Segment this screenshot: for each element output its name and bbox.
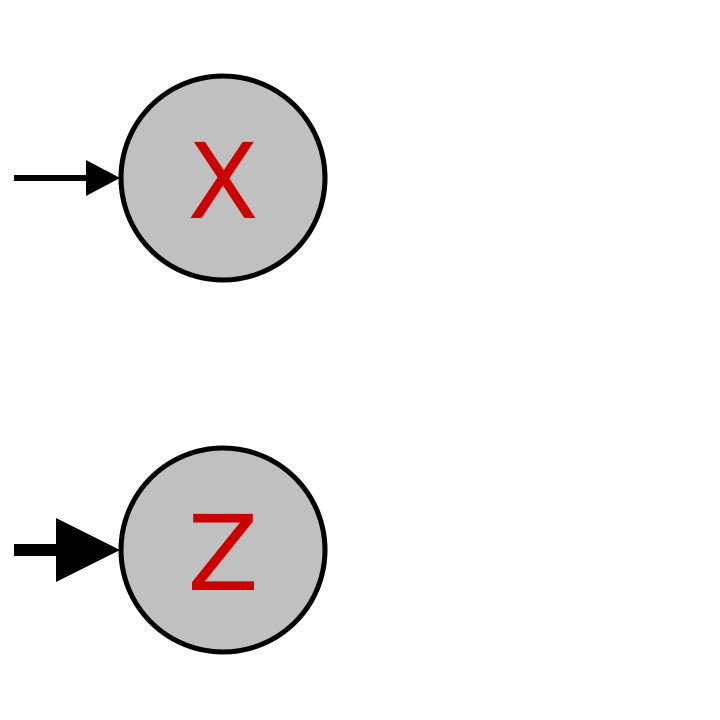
- incoming-arrow-z-head: [56, 518, 120, 582]
- node-z-label: Z: [187, 493, 258, 615]
- incoming-arrow-x-head: [86, 160, 120, 196]
- node-x: [118, 73, 328, 283]
- node-x-label: X: [187, 121, 258, 243]
- node-z-group: Z: [14, 445, 328, 655]
- node-x-group: X: [14, 73, 328, 283]
- node-z: [118, 445, 328, 655]
